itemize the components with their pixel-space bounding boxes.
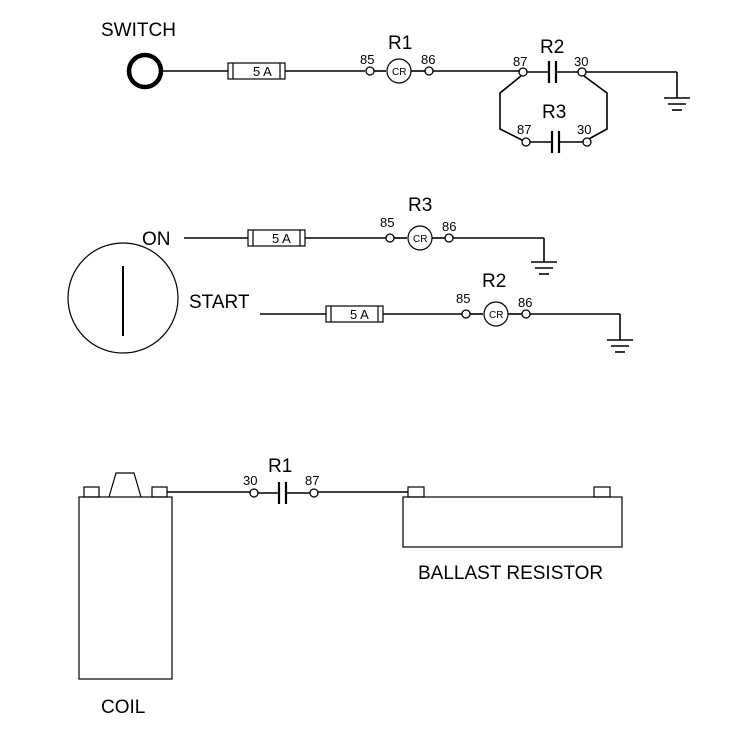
relay-r1-contact: R1 30 87 — [243, 456, 319, 504]
pin-label: 87 — [513, 54, 527, 69]
coil-label: CR — [413, 234, 427, 245]
terminal — [385, 233, 395, 243]
on-label: ON — [142, 229, 171, 250]
coil-label: CR — [392, 67, 406, 78]
ballast-label: BALLAST RESISTOR — [418, 563, 603, 584]
pin-label: 87 — [305, 473, 319, 488]
terminal — [521, 309, 531, 319]
fuse-3-rating: 5 A — [350, 307, 369, 322]
pin-label: 85 — [380, 215, 394, 230]
pin-label: 85 — [360, 52, 374, 67]
relay-r2-contact: R2 87 30 — [513, 37, 588, 83]
resistor-terminal — [593, 486, 611, 498]
relay-r3-coil: R3 85 86 CR — [380, 195, 456, 251]
fuse-3: 5 A — [325, 305, 384, 323]
ground-symbol — [531, 261, 557, 275]
fuse-2-rating: 5 A — [272, 231, 291, 246]
wire — [499, 75, 523, 141]
fuse-1: 5 A — [227, 62, 286, 80]
pin-label: 30 — [574, 54, 588, 69]
ignition-switch-circuit: ON 5 A R3 85 86 CR START — [67, 195, 633, 354]
coil-ballast-circuit: COIL R1 30 87 BALLAST RESISTOR — [78, 456, 623, 718]
relay-r2-coil: R2 85 86 CR — [456, 271, 532, 327]
resistor-terminal — [407, 486, 425, 498]
ground-symbol — [607, 339, 633, 353]
ground-symbol — [664, 97, 690, 111]
terminal — [582, 137, 592, 147]
terminal — [309, 488, 319, 498]
pin-label: 30 — [243, 473, 257, 488]
pin-label: 86 — [421, 52, 435, 67]
coil-terminal — [83, 486, 100, 498]
ignition-coil: COIL — [78, 472, 173, 718]
relay-r3-contact: R3 87 30 — [517, 102, 592, 153]
fuse-2: 5 A — [247, 229, 306, 247]
terminal — [424, 66, 434, 76]
coil-label: CR — [489, 310, 503, 321]
switch-circuit: SWITCH 5 A R1 85 86 CR R2 87 30 — [101, 20, 690, 153]
coil-tower — [108, 472, 142, 498]
start-label: START — [189, 292, 250, 313]
relay-name: R3 — [408, 195, 432, 216]
pin-label: 30 — [577, 122, 591, 137]
terminal — [444, 233, 454, 243]
wire — [583, 75, 608, 141]
ballast-resistor: BALLAST RESISTOR — [402, 486, 623, 584]
terminal — [365, 66, 375, 76]
terminal — [577, 67, 587, 77]
pin-label: 87 — [517, 122, 531, 137]
coil-label: COIL — [101, 697, 145, 718]
pin-label: 85 — [456, 291, 470, 306]
relay-name: R2 — [482, 271, 506, 292]
terminal — [521, 137, 531, 147]
resistor-body — [402, 496, 623, 548]
relay-r1-coil: R1 85 86 CR — [360, 33, 435, 84]
coil-terminal — [151, 486, 168, 498]
push-switch — [126, 52, 164, 90]
relay-name: R2 — [540, 37, 564, 58]
ignition-switch — [67, 242, 179, 354]
relay-name: R1 — [268, 456, 292, 477]
switch-label: SWITCH — [101, 20, 176, 41]
terminal — [249, 488, 259, 498]
pin-label: 86 — [518, 295, 532, 310]
coil-body — [78, 496, 173, 680]
relay-name: R1 — [388, 33, 412, 54]
fuse-1-rating: 5 A — [253, 64, 272, 79]
terminal — [518, 67, 528, 77]
terminal — [461, 309, 471, 319]
relay-name: R3 — [542, 102, 566, 123]
pin-label: 86 — [442, 219, 456, 234]
